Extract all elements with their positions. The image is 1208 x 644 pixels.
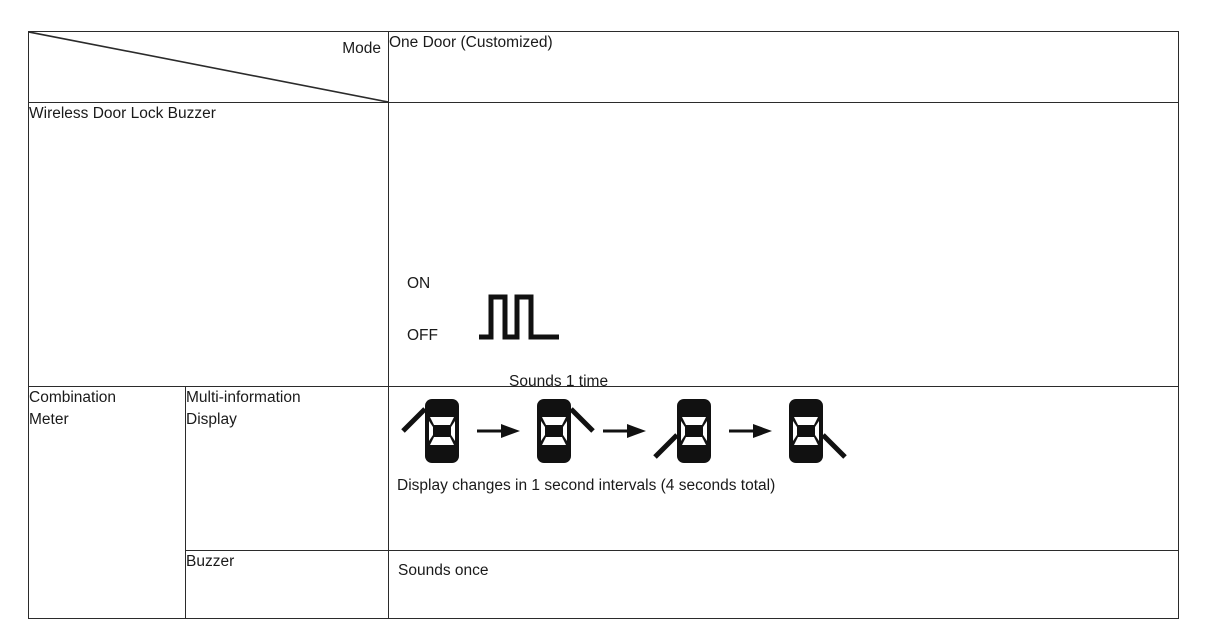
diagonal-divider-icon — [29, 32, 388, 102]
meter-buzzer-value-cell: Sounds once — [388, 550, 1179, 619]
combination-meter-label-line1: Combination — [29, 389, 117, 406]
multi-information-display-label-cell: Multi-information Display — [185, 386, 389, 551]
meter-buzzer-label: Buzzer — [186, 553, 235, 570]
multi-information-display-label-line2: Display — [186, 411, 237, 429]
door-lock-icon-step-3 — [651, 395, 723, 474]
header-diagonal-cell: Mode — [28, 31, 389, 103]
combination-meter-label-line2: Meter — [29, 411, 69, 429]
wireless-door-lock-buzzer-content-cell: ON OFF Sounds 1 time — [388, 102, 1179, 390]
door-lock-icon-step-4 — [777, 395, 849, 474]
table-row: Combination Meter Multi-information Disp… — [28, 386, 1179, 619]
display-sequence-caption: Display changes in 1 second intervals (4… — [397, 477, 776, 494]
display-step-sequence — [399, 395, 849, 474]
arrow-right-icon-1 — [475, 421, 521, 448]
buzzer-signal-diagram: ON OFF Sounds 1 time — [389, 103, 1178, 390]
arrow-right-icon-3 — [727, 421, 773, 448]
table-row: Buzzer Sounds once — [29, 550, 1179, 619]
wireless-door-lock-buzzer-label: Wireless Door Lock Buzzer — [29, 105, 216, 122]
square-wave-icon — [479, 294, 559, 340]
header-mode-label: Mode — [342, 40, 381, 57]
table-header-row: Mode One Door (Customized) — [28, 31, 1179, 103]
mode-behavior-table: Mode One Door (Customized) Wireless Door… — [28, 31, 1179, 619]
meter-buzzer-label-cell: Buzzer — [185, 550, 389, 619]
meter-buzzer-value: Sounds once — [398, 562, 489, 579]
mode-value-text: One Door (Customized) — [389, 34, 553, 51]
header-mode-value-cell: One Door (Customized) — [388, 31, 1179, 103]
display-sequence-diagram: Display changes in 1 second intervals (4… — [389, 387, 1178, 550]
arrow-right-icon-2 — [601, 421, 647, 448]
signal-on-label: ON — [407, 275, 431, 292]
multi-information-display-content-cell: Display changes in 1 second intervals (4… — [388, 386, 1179, 551]
multi-information-display-label-line1: Multi-information — [186, 389, 301, 406]
door-lock-icon-step-1 — [399, 395, 471, 474]
combination-meter-label-cell: Combination Meter — [28, 386, 186, 619]
signal-off-label: OFF — [407, 327, 438, 344]
wireless-door-lock-buzzer-label-cell: Wireless Door Lock Buzzer — [28, 102, 389, 387]
signal-caption: Sounds 1 time — [509, 373, 609, 390]
door-lock-icon-step-2 — [525, 395, 597, 474]
table-row: Wireless Door Lock Buzzer ON OFF Sounds … — [28, 102, 1179, 390]
